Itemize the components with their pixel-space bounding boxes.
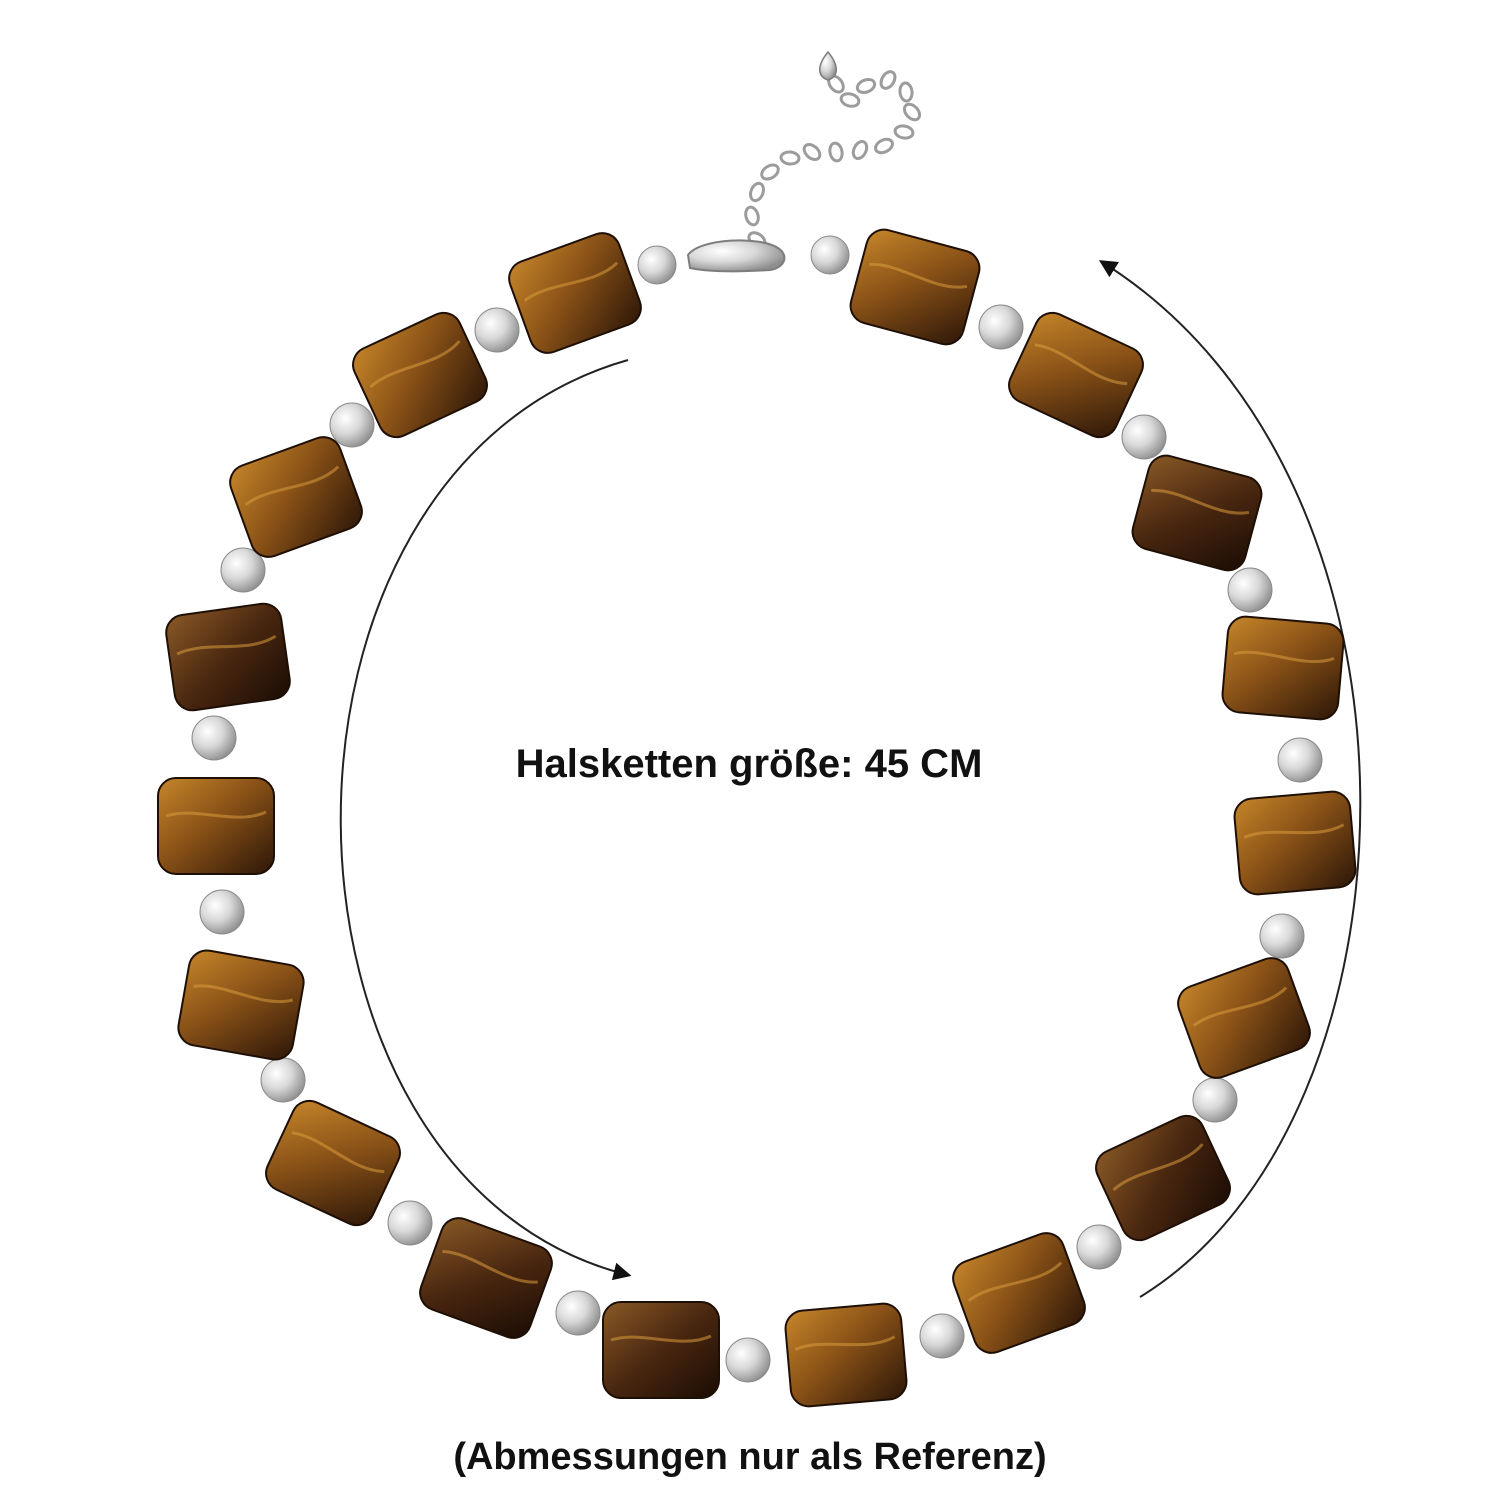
- necklace-size-label: Halsketten größe: 45 CM: [515, 742, 983, 786]
- tiger-eye-stone-bead: [1095, 1114, 1231, 1242]
- silver-spacer-bead: [474, 307, 520, 353]
- chain-link: [879, 70, 897, 90]
- silver-spacer-bead: [919, 1313, 965, 1359]
- chain-link: [902, 102, 922, 122]
- chain-link: [874, 137, 894, 155]
- bead-strand: [157, 228, 1357, 1408]
- tiger-eye-stone-bead: [229, 436, 363, 558]
- silver-spacer-bead: [1076, 1224, 1122, 1270]
- left-measure-arrow: [339, 359, 632, 1281]
- tiger-eye-stone-bead: [602, 1301, 720, 1399]
- clasp-bead-left: [637, 245, 677, 285]
- clasp-bead-right: [810, 235, 850, 275]
- silver-spacer-bead: [1121, 414, 1167, 460]
- silver-spacer-bead: [1277, 737, 1323, 783]
- tiger-eye-stone-bead: [952, 1232, 1086, 1354]
- tiger-eye-stone-bead: [1177, 957, 1311, 1079]
- silver-spacer-bead: [329, 402, 375, 448]
- chain-link: [760, 163, 780, 181]
- tiger-eye-stone-bead: [784, 1302, 908, 1408]
- chain-link: [828, 141, 844, 163]
- tiger-eye-stone-bead: [1131, 454, 1263, 572]
- silver-spacer-bead: [978, 304, 1024, 350]
- tiger-eye-stone-bead: [177, 949, 305, 1061]
- chain-link: [749, 181, 765, 203]
- silver-spacer-bead: [725, 1337, 771, 1383]
- tiger-eye-stone-bead: [352, 311, 488, 439]
- chain-link: [898, 81, 914, 103]
- silver-spacer-bead: [220, 547, 266, 593]
- silver-spacer-bead: [387, 1200, 433, 1246]
- chain-link: [802, 143, 822, 161]
- silver-spacer-bead: [260, 1057, 306, 1103]
- tiger-eye-stone-bead: [1008, 311, 1144, 439]
- extension-chain: [744, 70, 922, 270]
- right-measure-arrow: [1098, 260, 1362, 1298]
- silver-spacer-bead: [555, 1290, 601, 1336]
- silver-spacer-bead: [1227, 567, 1273, 613]
- tiger-eye-stone-bead: [165, 602, 291, 712]
- tiger-eye-stone-bead: [849, 228, 981, 346]
- lobster-clasp-icon: [686, 239, 786, 273]
- chain-link: [839, 92, 861, 108]
- tiger-eye-stone-bead: [265, 1099, 401, 1227]
- silver-spacer-bead: [191, 715, 237, 761]
- tiger-eye-stone-bead: [1221, 615, 1345, 721]
- silver-spacer-bead: [1192, 1077, 1238, 1123]
- chain-link: [893, 124, 915, 140]
- tiger-eye-stone-bead: [508, 232, 642, 354]
- silver-spacer-bead: [199, 889, 245, 935]
- tiger-eye-stone-bead: [419, 1217, 553, 1339]
- chain-link: [744, 205, 760, 227]
- tiger-eye-stone-bead: [1233, 790, 1357, 896]
- chain-link: [779, 150, 801, 166]
- chain-drop-icon: [819, 50, 837, 81]
- chain-link: [855, 77, 877, 95]
- silver-spacer-bead: [1259, 913, 1305, 959]
- tiger-eye-stone-bead: [157, 777, 275, 875]
- chain-link: [851, 139, 869, 161]
- reference-note: (Abmessungen nur als Referenz): [453, 1436, 1047, 1478]
